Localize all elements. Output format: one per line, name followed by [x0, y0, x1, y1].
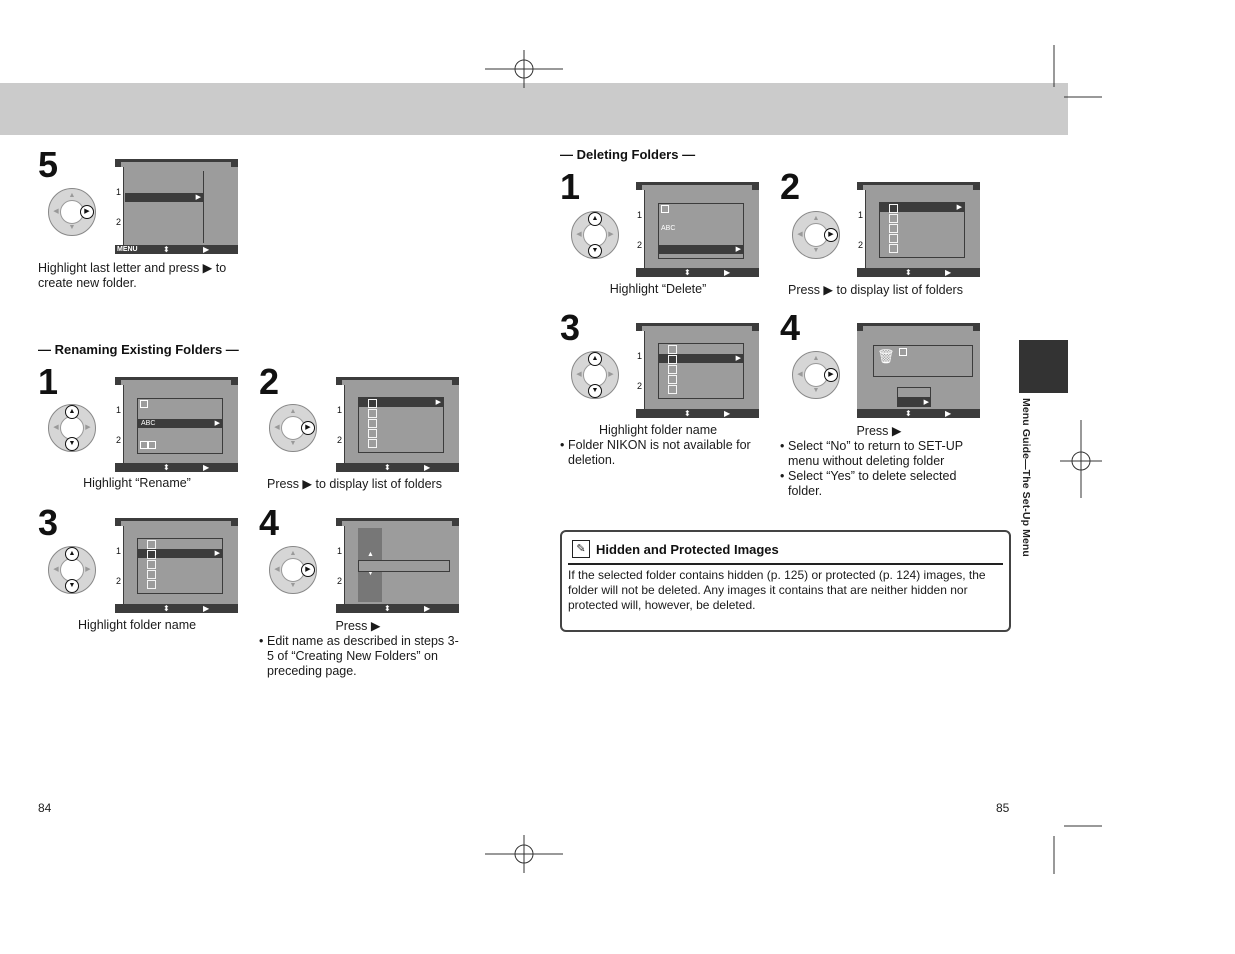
step-caption: Highlight folder name	[77, 618, 197, 632]
bullet-item: Edit name as described in steps 3-5 of “…	[259, 634, 459, 679]
multi-selector-dial-up-down: ▲ ▼ ◀ ▶	[48, 546, 96, 594]
step-number: 1	[560, 166, 581, 207]
step-caption: Press ▶ to display list of folders	[267, 477, 442, 491]
lcd-screen-folder-highlight: 12 ⬍▶	[636, 323, 759, 418]
step-caption: Press ▶	[856, 424, 902, 438]
step-number: 2	[780, 166, 801, 207]
step-caption: Press ▶ to display list of folders	[788, 283, 963, 297]
lcd-screen-delete-confirm: 🗑 ⬍▶	[857, 323, 980, 418]
step-caption: Highlight “Delete”	[609, 282, 707, 296]
lcd-screen-folder-list: 12 ⬍▶	[857, 182, 980, 277]
step-caption: Highlight folder name	[598, 423, 718, 437]
side-tab-text: Menu Guide—The Set-Up Menu	[1020, 398, 1032, 557]
lcd-screen-rename: 12 ABC ⬍▶	[115, 377, 238, 472]
step-number: 1	[38, 361, 59, 402]
step-number: 2	[259, 361, 280, 402]
multi-selector-dial-right: ▲ ▼ ◀ ▶	[269, 404, 317, 452]
section-heading-renaming: — Renaming Existing Folders —	[38, 342, 239, 357]
note-divider	[568, 563, 1003, 565]
note-box: ✎ Hidden and Protected Images If the sel…	[560, 530, 1011, 632]
multi-selector-dial-right: ▲ ▼ ◀ ▶	[792, 211, 840, 259]
step-caption: Press ▶	[335, 619, 381, 633]
lcd-screen-create-folder: 12 MENU⬍▶	[115, 159, 238, 254]
step-number: 4	[780, 307, 801, 348]
registration-mark-bottom	[485, 835, 563, 873]
bullet-item: Folder NIKON is not available for deleti…	[560, 438, 760, 468]
step-bullets: Select “No” to return to SET-UP menu wit…	[780, 439, 980, 499]
section-side-tab	[1019, 340, 1068, 393]
registration-mark-top	[485, 50, 563, 88]
page-number: 84	[38, 801, 52, 815]
step-number: 3	[560, 307, 581, 348]
page-number: 85	[996, 801, 1010, 815]
step-number: 3	[38, 502, 59, 543]
step-caption: Highlight last letter and press ▶ to cre…	[38, 261, 227, 290]
bullet-item: Select “No” to return to SET-UP menu wit…	[780, 439, 980, 469]
multi-selector-dial-right: ▲ ▼ ◀ ▶	[792, 351, 840, 399]
multi-selector-dial-up-down: ▲ ▼ ◀ ▶	[48, 404, 96, 452]
step-number: 4	[259, 502, 280, 543]
multi-selector-dial-up-down: ▲ ▼ ◀ ▶	[571, 351, 619, 399]
note-title: Hidden and Protected Images	[596, 542, 779, 557]
crop-mark-top-right	[1053, 45, 1102, 98]
trash-icon: 🗑	[877, 348, 895, 364]
pencil-icon: ✎	[572, 540, 590, 558]
lcd-screen-folder-list: 12 ⬍▶	[336, 377, 459, 472]
step-bullets: Edit name as described in steps 3-5 of “…	[259, 634, 459, 679]
step-bullets: Folder NIKON is not available for deleti…	[560, 438, 760, 468]
lcd-screen-delete: 12 ABC ⬍▶	[636, 182, 759, 277]
bullet-item: Select “Yes” to delete selected folder.	[780, 469, 980, 499]
note-text: If the selected folder contains hidden (…	[568, 568, 986, 612]
lcd-screen-folder-highlight: 12 ⬍▶	[115, 518, 238, 613]
section-heading-deleting: — Deleting Folders —	[560, 147, 696, 162]
multi-selector-dial-up-down: ▲ ▼ ◀ ▶	[571, 211, 619, 259]
step-number: 5	[38, 144, 59, 185]
step-caption: Highlight “Rename”	[83, 476, 191, 490]
multi-selector-dial-right: ▲ ▼ ◀ ▶	[48, 188, 96, 236]
crop-mark-bottom-right	[1053, 825, 1102, 874]
multi-selector-dial-right: ▲ ▼ ◀ ▶	[269, 546, 317, 594]
header-band	[0, 83, 1068, 135]
registration-mark-right	[1060, 420, 1102, 498]
